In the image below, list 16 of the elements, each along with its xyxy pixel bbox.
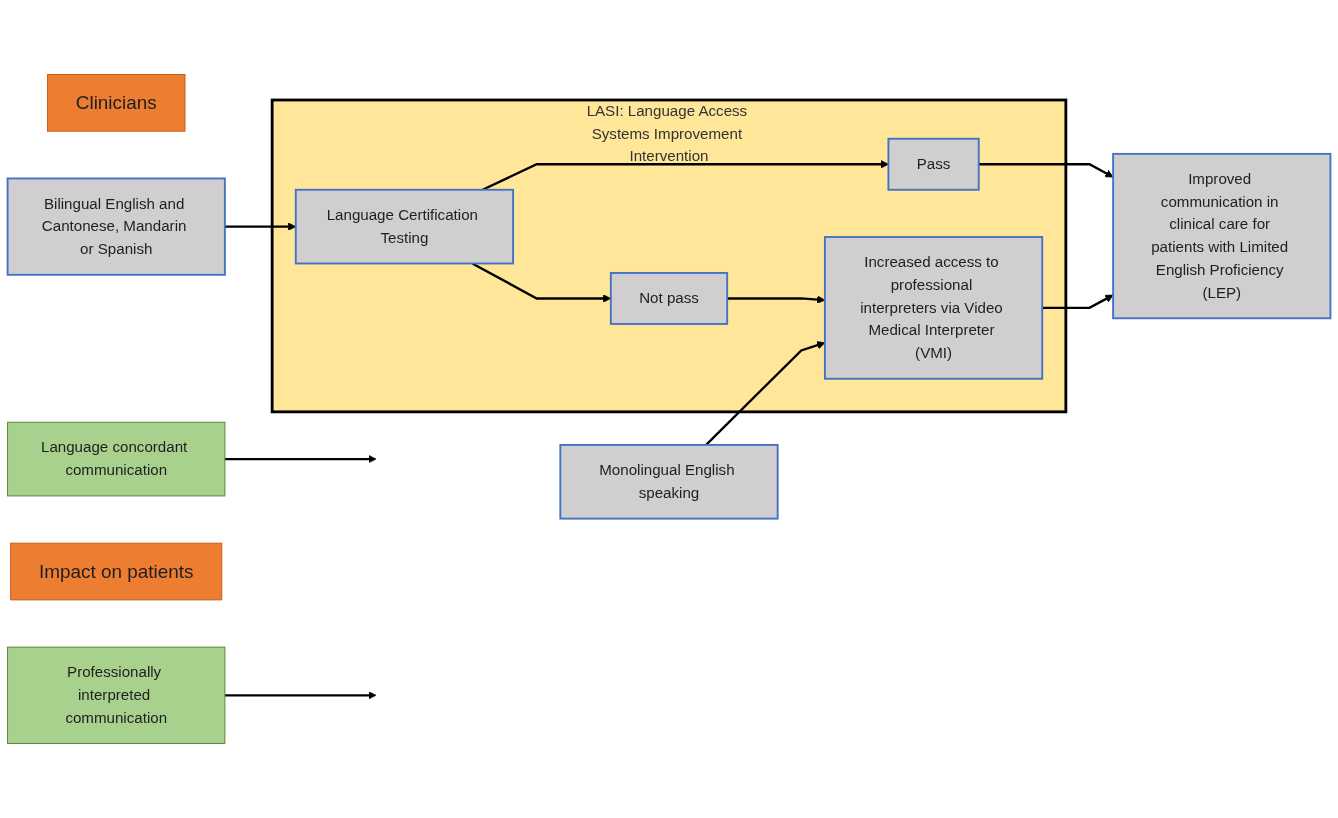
node-box: Language concordant communication <box>7 421 226 497</box>
node-box: Professionally interpreted communication <box>7 646 226 744</box>
node-box: Monolingual English speaking <box>559 443 779 520</box>
node-box: Increased access to professional interpreters via Video Medical Interpreter (VMI) <box>823 236 1044 380</box>
node-box: Clinicians <box>46 74 186 132</box>
arrow <box>224 691 377 700</box>
arrow <box>482 160 889 191</box>
node-box: Pass <box>887 137 980 191</box>
arrow <box>978 163 1114 178</box>
node-box: Impact on patients <box>10 542 223 601</box>
node-box: Language Certification Testing <box>294 188 515 265</box>
node-box: Improved communication in clinical care for patients with Limited English Proficiency (LEP) <box>1112 152 1332 320</box>
node-box: Not pass <box>609 272 729 325</box>
arrow <box>224 454 377 464</box>
arrow <box>1042 294 1114 310</box>
node-box: Bilingual English and Cantonese, Mandarin or Spanish <box>6 177 226 276</box>
